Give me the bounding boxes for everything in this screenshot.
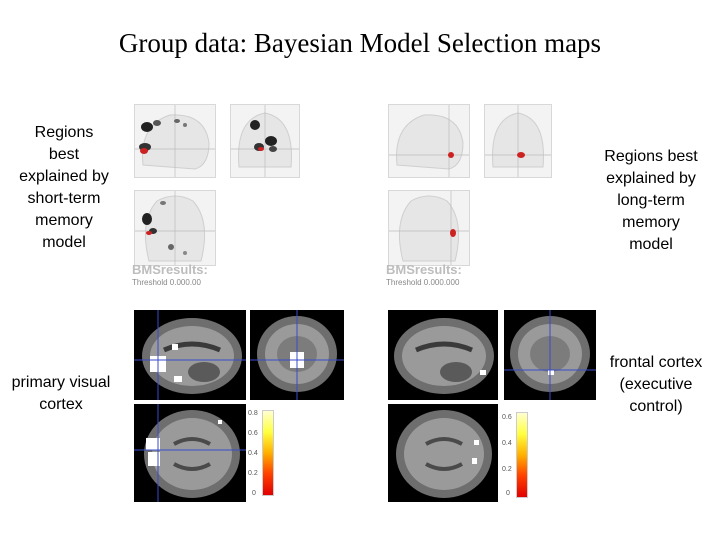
short-term-label: Regions best explained by short-term mem… bbox=[19, 124, 109, 251]
colorbar-tick: 0.6 bbox=[502, 414, 512, 421]
threshold-text: Threshold 0.000.00 bbox=[132, 278, 201, 287]
mri-coronal bbox=[250, 310, 344, 400]
bms-results-brand: BMSresults: bbox=[386, 262, 462, 277]
colorbar-tick: 0.2 bbox=[502, 466, 512, 473]
colorbar bbox=[262, 410, 274, 496]
colorbar-tick: 0.4 bbox=[248, 450, 258, 457]
colorbar bbox=[516, 412, 528, 498]
bms-results-brand: BMSresults: bbox=[132, 262, 208, 277]
glass-brain-coronal bbox=[230, 104, 300, 178]
colorbar-tick: 0.2 bbox=[248, 470, 258, 477]
glass-brain-sagittal bbox=[388, 104, 470, 178]
slide-title: Group data: Bayesian Model Selection map… bbox=[118, 28, 602, 58]
colorbar-tick: 0 bbox=[252, 490, 256, 497]
glass-brain-axial bbox=[134, 190, 216, 266]
mri-sagittal bbox=[388, 310, 498, 400]
frontal-cortex-label: frontal cortex (executive control) bbox=[609, 354, 703, 415]
glass-brain-sagittal bbox=[134, 104, 216, 178]
colorbar-tick: 0.4 bbox=[502, 440, 512, 447]
mri-coronal bbox=[504, 310, 596, 400]
visual-cortex-label: primary visual cortex bbox=[11, 374, 111, 413]
mri-axial bbox=[134, 404, 246, 502]
threshold-text: Threshold 0.000.000 bbox=[386, 278, 460, 287]
colorbar-tick: 0.8 bbox=[248, 410, 258, 417]
mri-axial bbox=[388, 404, 498, 502]
colorbar-tick: 0 bbox=[506, 490, 510, 497]
glass-brain-axial bbox=[388, 190, 470, 266]
long-term-label: Regions best explained by long-term memo… bbox=[604, 148, 698, 253]
glass-brain-coronal bbox=[484, 104, 552, 178]
colorbar-tick: 0.6 bbox=[248, 430, 258, 437]
mri-sagittal bbox=[134, 310, 246, 400]
